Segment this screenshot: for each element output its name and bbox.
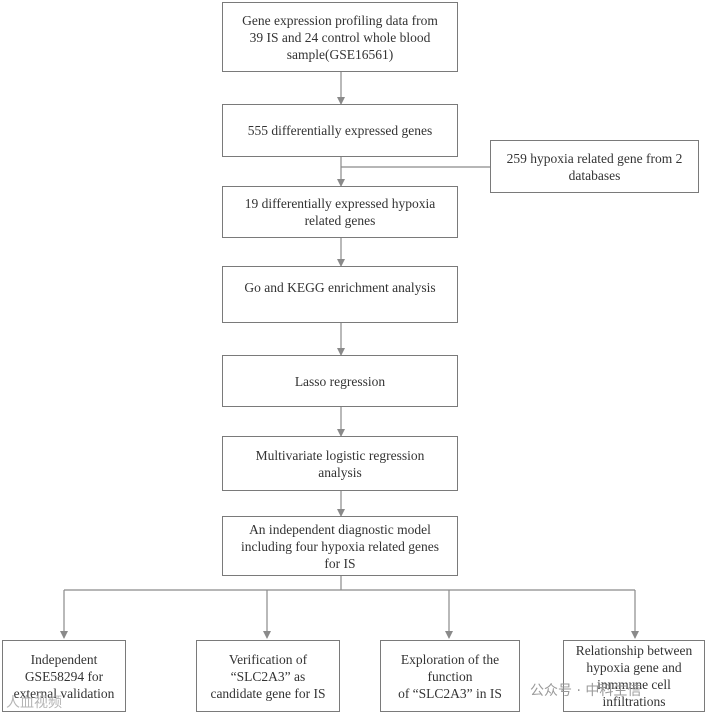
node-immune-infiltration: Relationship between hypoxia gene and in…: [563, 640, 705, 712]
node-gene-expression-data: Gene expression profiling data from 39 I…: [222, 2, 458, 72]
node-diagnostic-model: An independent diagnostic model includin…: [222, 516, 458, 576]
node-slc2a3-function: Exploration of the function of “SLC2A3” …: [380, 640, 520, 712]
node-slc2a3-verification: Verification of “SLC2A3” as candidate ge…: [196, 640, 340, 712]
node-enrichment-analysis: Go and KEGG enrichment analysis: [222, 266, 458, 323]
node-hypoxia-related-genes-source: 259 hypoxia related gene from 2 database…: [490, 140, 699, 193]
node-label: An independent diagnostic model includin…: [241, 521, 439, 571]
node-label: Exploration of the function of “SLC2A3” …: [398, 651, 502, 701]
watermark-right: 公众号 · 中科生信: [530, 680, 641, 700]
watermark-left-text: 人血视频: [6, 695, 62, 711]
node-label: Verification of “SLC2A3” as candidate ge…: [210, 651, 326, 701]
node-label: 259 hypoxia related gene from 2 database…: [506, 150, 683, 183]
node-label: Relationship between hypoxia gene and in…: [575, 643, 693, 709]
node-external-validation: Independent GSE58294 for external valida…: [2, 640, 126, 712]
node-label: Gene expression profiling data from 39 I…: [242, 12, 438, 62]
node-label: Go and KEGG enrichment analysis: [244, 280, 436, 295]
node-label: 19 differentially expressed hypoxia rela…: [244, 196, 436, 228]
node-label: 555 differentially expressed genes: [247, 123, 433, 138]
node-differentially-expressed-genes: 555 differentially expressed genes: [222, 104, 458, 157]
node-lasso-regression: Lasso regression: [222, 355, 458, 407]
node-label: Lasso regression: [294, 373, 386, 389]
node-label: Multivariate logistic regression analysi…: [255, 447, 425, 480]
watermark-right-text: 公众号 · 中科生信: [530, 683, 642, 699]
node-multivariate-logistic-regression: Multivariate logistic regression analysi…: [222, 436, 458, 491]
watermark-left: 人血视频: [6, 692, 62, 712]
node-label: Independent GSE58294 for external valida…: [13, 651, 115, 701]
node-de-hypoxia-genes: 19 differentially expressed hypoxia rela…: [222, 186, 458, 238]
